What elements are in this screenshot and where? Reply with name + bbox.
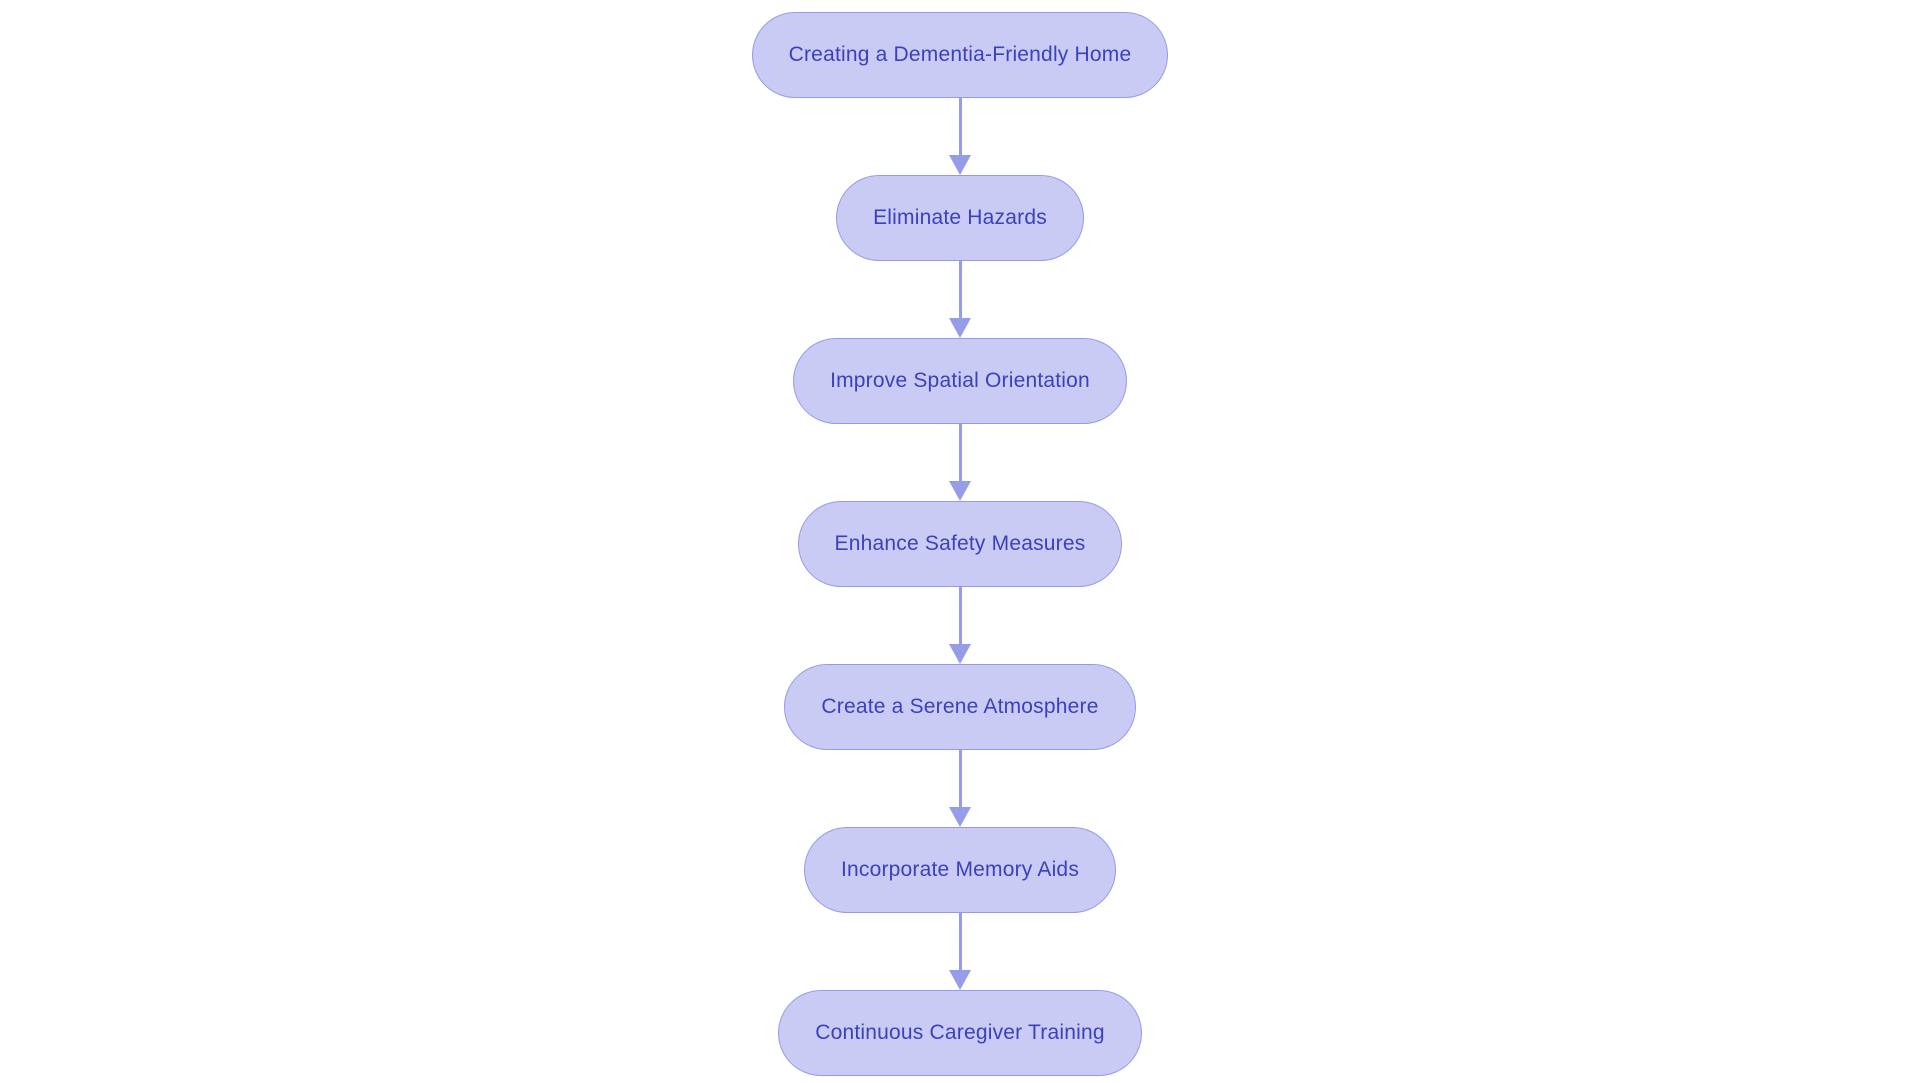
flow-node-continuous-caregiver-training: Continuous Caregiver Training [778, 990, 1142, 1076]
flow-arrow-5-6 [948, 750, 972, 827]
arrow-stem [958, 913, 962, 971]
flow-node-creating-dementia-friendly-home: Creating a Dementia-Friendly Home [751, 12, 1169, 98]
flow-node-improve-spatial-orientation: Improve Spatial Orientation [793, 338, 1127, 424]
arrow-stem [958, 98, 962, 156]
arrow-stem [958, 261, 962, 319]
flow-node-create-serene-atmosphere: Create a Serene Atmosphere [784, 664, 1136, 750]
arrow-head-icon [949, 318, 971, 338]
flow-arrow-6-7 [948, 913, 972, 990]
arrow-head-icon [949, 807, 971, 827]
arrow-head-icon [949, 155, 971, 175]
flow-node-label: Creating a Dementia-Friendly Home [788, 43, 1132, 66]
flow-arrow-1-2 [948, 98, 972, 175]
arrow-stem [958, 424, 962, 482]
flow-node-enhance-safety-measures: Enhance Safety Measures [797, 501, 1123, 587]
flow-node-eliminate-hazards: Eliminate Hazards [836, 175, 1084, 261]
flow-arrow-4-5 [948, 587, 972, 664]
arrow-head-icon [949, 970, 971, 990]
arrow-stem [958, 750, 962, 808]
flow-node-label: Improve Spatial Orientation [830, 369, 1090, 392]
arrow-head-icon [949, 481, 971, 501]
flow-node-label: Enhance Safety Measures [834, 532, 1086, 555]
flow-node-label: Incorporate Memory Aids [840, 858, 1080, 881]
flow-arrow-2-3 [948, 261, 972, 338]
flow-node-label: Continuous Caregiver Training [815, 1021, 1105, 1044]
flow-node-label: Create a Serene Atmosphere [821, 695, 1099, 718]
flow-node-label: Eliminate Hazards [873, 206, 1047, 229]
arrow-stem [958, 587, 962, 645]
flow-arrow-3-4 [948, 424, 972, 501]
flow-node-incorporate-memory-aids: Incorporate Memory Aids [803, 827, 1117, 913]
arrow-head-icon [949, 644, 971, 664]
